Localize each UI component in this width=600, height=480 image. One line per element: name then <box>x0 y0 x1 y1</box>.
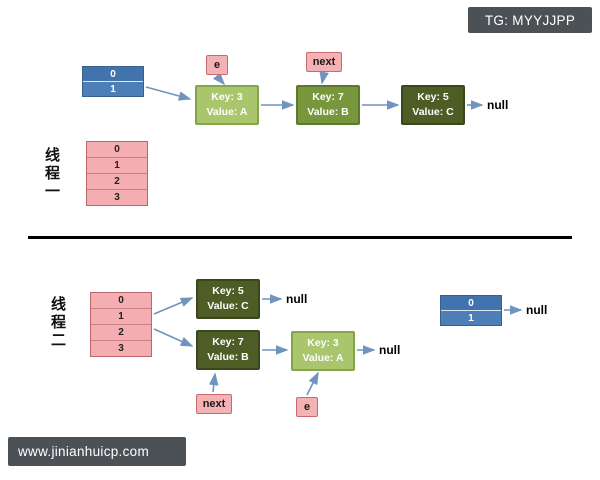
index-row: 0 <box>441 296 501 310</box>
index-row: 0 <box>83 67 143 81</box>
index-row: 1 <box>441 310 501 325</box>
bucket-row: 1 <box>87 157 147 173</box>
node-key-line: Key: 3 <box>307 336 339 349</box>
node-key7-thread1: Key: 7 Value: B <box>296 85 360 125</box>
node-value-line: Value: B <box>207 351 249 363</box>
node-key7-thread2: Key: 7 Value: B <box>196 330 260 370</box>
thread2-label: 线程二 <box>49 296 66 350</box>
bucket-row: 2 <box>87 173 147 189</box>
bucket-row: 0 <box>91 293 151 308</box>
bucket-table-thread2: 0 1 2 3 <box>90 292 152 357</box>
node-value-line: Value: A <box>206 106 248 118</box>
null-label: null <box>526 303 548 317</box>
bucket-row: 2 <box>91 324 151 340</box>
index-table-thread2: 0 1 <box>440 295 502 326</box>
bucket-row: 1 <box>91 308 151 324</box>
pointer-next-thread1: next <box>306 52 342 72</box>
null-label: null <box>487 98 509 112</box>
node-key5-thread1: Key: 5 Value: C <box>401 85 465 125</box>
node-key-line: Key: 7 <box>212 335 244 348</box>
node-key3-thread2: Key: 3 Value: A <box>291 331 355 371</box>
index-table-thread1: 0 1 <box>82 66 144 97</box>
bucket-row: 0 <box>87 142 147 157</box>
arrow <box>319 71 329 85</box>
arrow <box>213 72 226 86</box>
arrow <box>208 372 219 393</box>
pointer-e-thread1: e <box>206 55 228 75</box>
null-label: null <box>379 343 401 357</box>
node-key-line: Key: 3 <box>211 90 243 103</box>
node-key-line: Key: 7 <box>312 90 344 103</box>
arrow <box>153 328 194 347</box>
arrow <box>145 86 192 101</box>
bucket-row: 3 <box>91 340 151 356</box>
null-label: null <box>286 292 308 306</box>
bucket-table-thread1: 0 1 2 3 <box>86 141 148 206</box>
node-key5-thread2: Key: 5 Value: C <box>196 279 260 319</box>
index-row: 1 <box>83 81 143 96</box>
node-value-line: Value: B <box>307 106 349 118</box>
arrow <box>306 371 319 396</box>
node-value-line: Value: C <box>207 300 249 312</box>
node-key-line: Key: 5 <box>417 90 449 103</box>
node-key3-thread1: Key: 3 Value: A <box>195 85 259 125</box>
node-key-line: Key: 5 <box>212 284 244 297</box>
pointer-e-thread2: e <box>296 397 318 417</box>
node-value-line: Value: C <box>412 106 454 118</box>
telegram-badge: TG: MYYJJPP <box>468 7 592 33</box>
section-divider <box>28 236 572 239</box>
arrow <box>153 297 194 315</box>
pointer-next-thread2: next <box>196 394 232 414</box>
bucket-row: 3 <box>87 189 147 205</box>
thread1-label: 线程一 <box>43 147 60 201</box>
node-value-line: Value: A <box>302 352 344 364</box>
website-badge: www.jinianhuicp.com <box>8 437 186 466</box>
